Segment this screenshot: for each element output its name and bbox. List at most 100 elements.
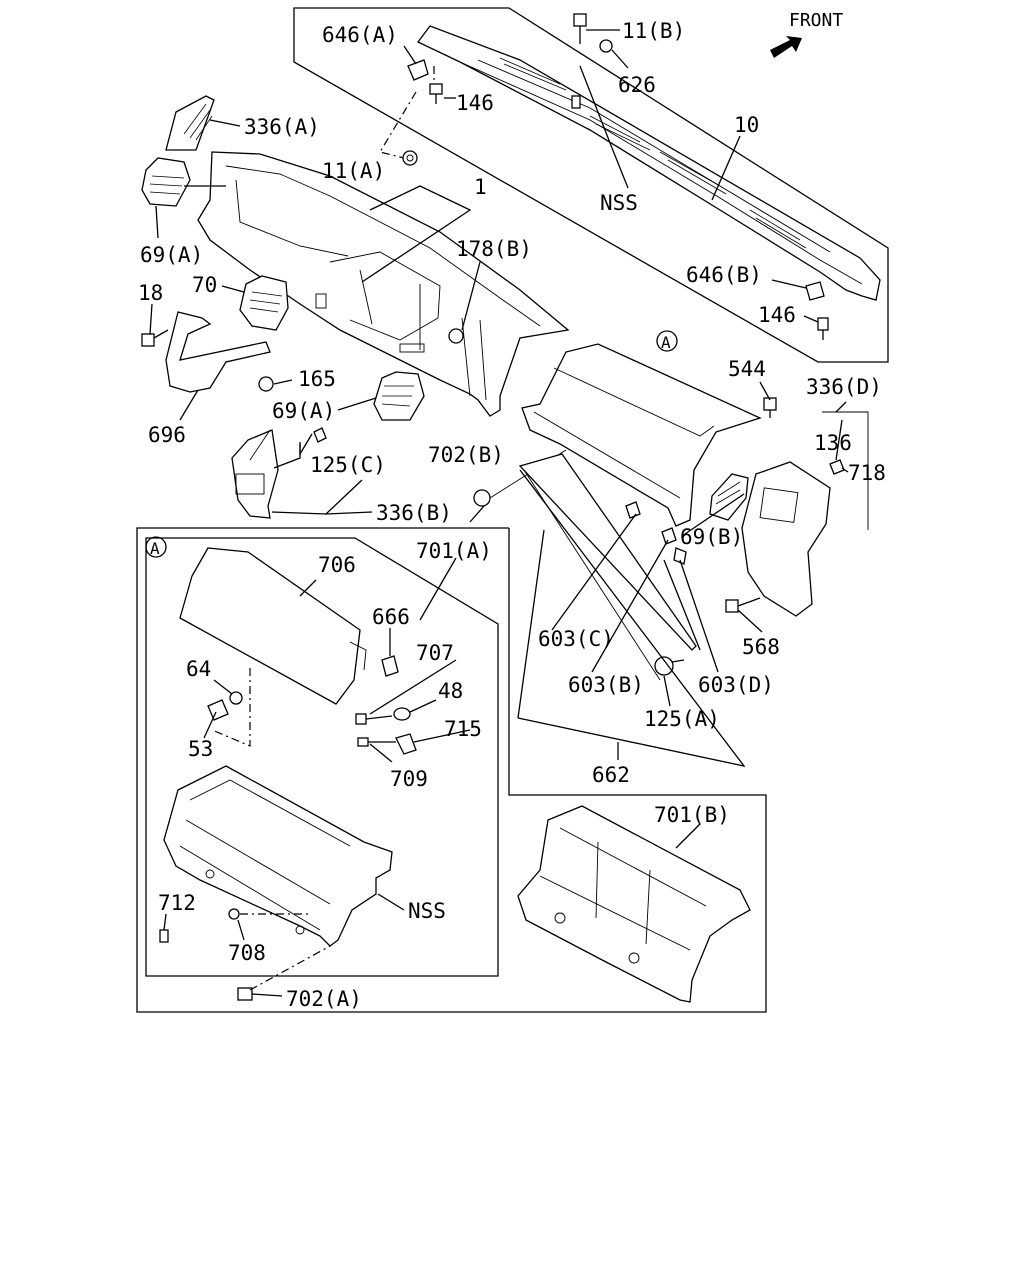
label-11a: 11(A) [322, 159, 385, 183]
label-544: 544 [728, 357, 766, 381]
label-1: 1 [474, 175, 487, 199]
clip-603c-icon [625, 501, 641, 519]
label-603c: 603(C) [538, 627, 614, 651]
label-178b: 178(B) [456, 237, 532, 261]
clip-544-icon [763, 397, 777, 418]
label-702a: 702(A) [286, 987, 362, 1011]
label-136: 136 [814, 431, 852, 455]
nut-11a-icon [402, 150, 418, 166]
front-label: FRONT [789, 10, 843, 31]
label-69b: 69(B) [680, 525, 743, 549]
label-11b: 11(B) [622, 19, 685, 43]
lock-715-icon [395, 733, 417, 755]
label-708: 708 [228, 941, 266, 965]
label-125a: 125(A) [644, 707, 720, 731]
label-709: 709 [390, 767, 428, 791]
label-646a: 646(A) [322, 23, 398, 47]
vent-69a-lower-icon [373, 371, 425, 421]
dash-line-702a [249, 945, 331, 991]
bracket-53-icon [207, 699, 229, 721]
label-125c: 125(C) [310, 453, 386, 477]
screw-709-icon [357, 737, 396, 747]
label-336d: 336(D) [806, 375, 882, 399]
side-panel-336d [741, 461, 831, 617]
label-10: 10 [734, 113, 759, 137]
latch-666-icon [381, 655, 399, 677]
label-603d: 603(D) [698, 673, 774, 697]
leader-lines [149, 45, 849, 997]
dashboard-top-cover [417, 25, 881, 301]
bolt-707-icon [355, 713, 393, 725]
vent-69b-icon [709, 473, 749, 521]
label-666: 666 [372, 605, 410, 629]
dash-line-706 [211, 668, 251, 747]
clip-708-icon [228, 908, 240, 920]
label-336a: 336(A) [244, 115, 320, 139]
label-626: 626 [618, 73, 656, 97]
screw-146b-icon [817, 317, 829, 340]
label-69a-lower: 69(A) [272, 399, 335, 423]
bolt-18-icon [141, 329, 169, 347]
clip-125a-icon [654, 656, 685, 676]
label-568: 568 [742, 635, 780, 659]
label-696: 696 [148, 423, 186, 447]
label-nss-inset: NSS [408, 899, 446, 923]
vent-69a-upper-icon [141, 157, 226, 207]
leader-718 [822, 411, 869, 530]
bracket-696 [165, 311, 271, 393]
label-53: 53 [188, 737, 213, 761]
glove-box-body [163, 765, 393, 947]
marker-a-inset [145, 536, 167, 558]
cover-336b [231, 429, 279, 519]
label-662: 662 [592, 763, 630, 787]
label-718: 718 [848, 461, 886, 485]
screw-146a-icon [429, 83, 456, 104]
screw-712-icon [159, 929, 169, 943]
clip-125c-icon [313, 427, 327, 443]
label-a-inset: A [150, 539, 160, 558]
label-715: 715 [444, 717, 482, 741]
damper-48-icon [393, 707, 411, 721]
dashboard-top-frame [293, 7, 889, 363]
label-702b: 702(B) [428, 443, 504, 467]
label-146b: 146 [758, 303, 796, 327]
label-701a: 701(A) [416, 539, 492, 563]
label-712: 712 [158, 891, 196, 915]
pin-64-icon [229, 691, 243, 705]
clip-178b-icon [448, 328, 464, 344]
label-336b: 336(B) [376, 501, 452, 525]
label-701b: 701(B) [654, 803, 730, 827]
screw-11b-icon [573, 13, 620, 44]
clip-136-icon [829, 459, 845, 475]
label-146a: 146 [456, 91, 494, 115]
label-nss-top: NSS [600, 191, 638, 215]
glove-box-lid-706 [179, 547, 367, 705]
glove-box-assembly-upper [521, 343, 762, 527]
label-603b: 603(B) [568, 673, 644, 697]
label-165: 165 [298, 367, 336, 391]
clip-603b-icon [661, 527, 677, 545]
dash-line-11a [379, 91, 417, 159]
label-64: 64 [186, 657, 211, 681]
vent-336a-icon [165, 95, 215, 151]
nut-702b-icon [473, 489, 491, 507]
label-48: 48 [438, 679, 463, 703]
label-18: 18 [138, 281, 163, 305]
marker-a-upper [656, 330, 678, 352]
nut-165-icon [258, 376, 274, 392]
glove-box-housing-701b [517, 805, 751, 1003]
glove-box-outer-frame [136, 527, 767, 1013]
strip-603d [663, 547, 701, 651]
vent-70-icon [239, 275, 289, 331]
label-69a-upper: 69(A) [140, 243, 203, 267]
label-a-upper: A [661, 333, 671, 352]
clip-626-icon [599, 39, 629, 69]
label-646b: 646(B) [686, 263, 762, 287]
instrument-panel [197, 151, 570, 417]
screw-568-icon [725, 597, 761, 613]
label-706: 706 [318, 553, 356, 577]
clip-646b-icon [805, 281, 825, 301]
label-707: 707 [416, 641, 454, 665]
